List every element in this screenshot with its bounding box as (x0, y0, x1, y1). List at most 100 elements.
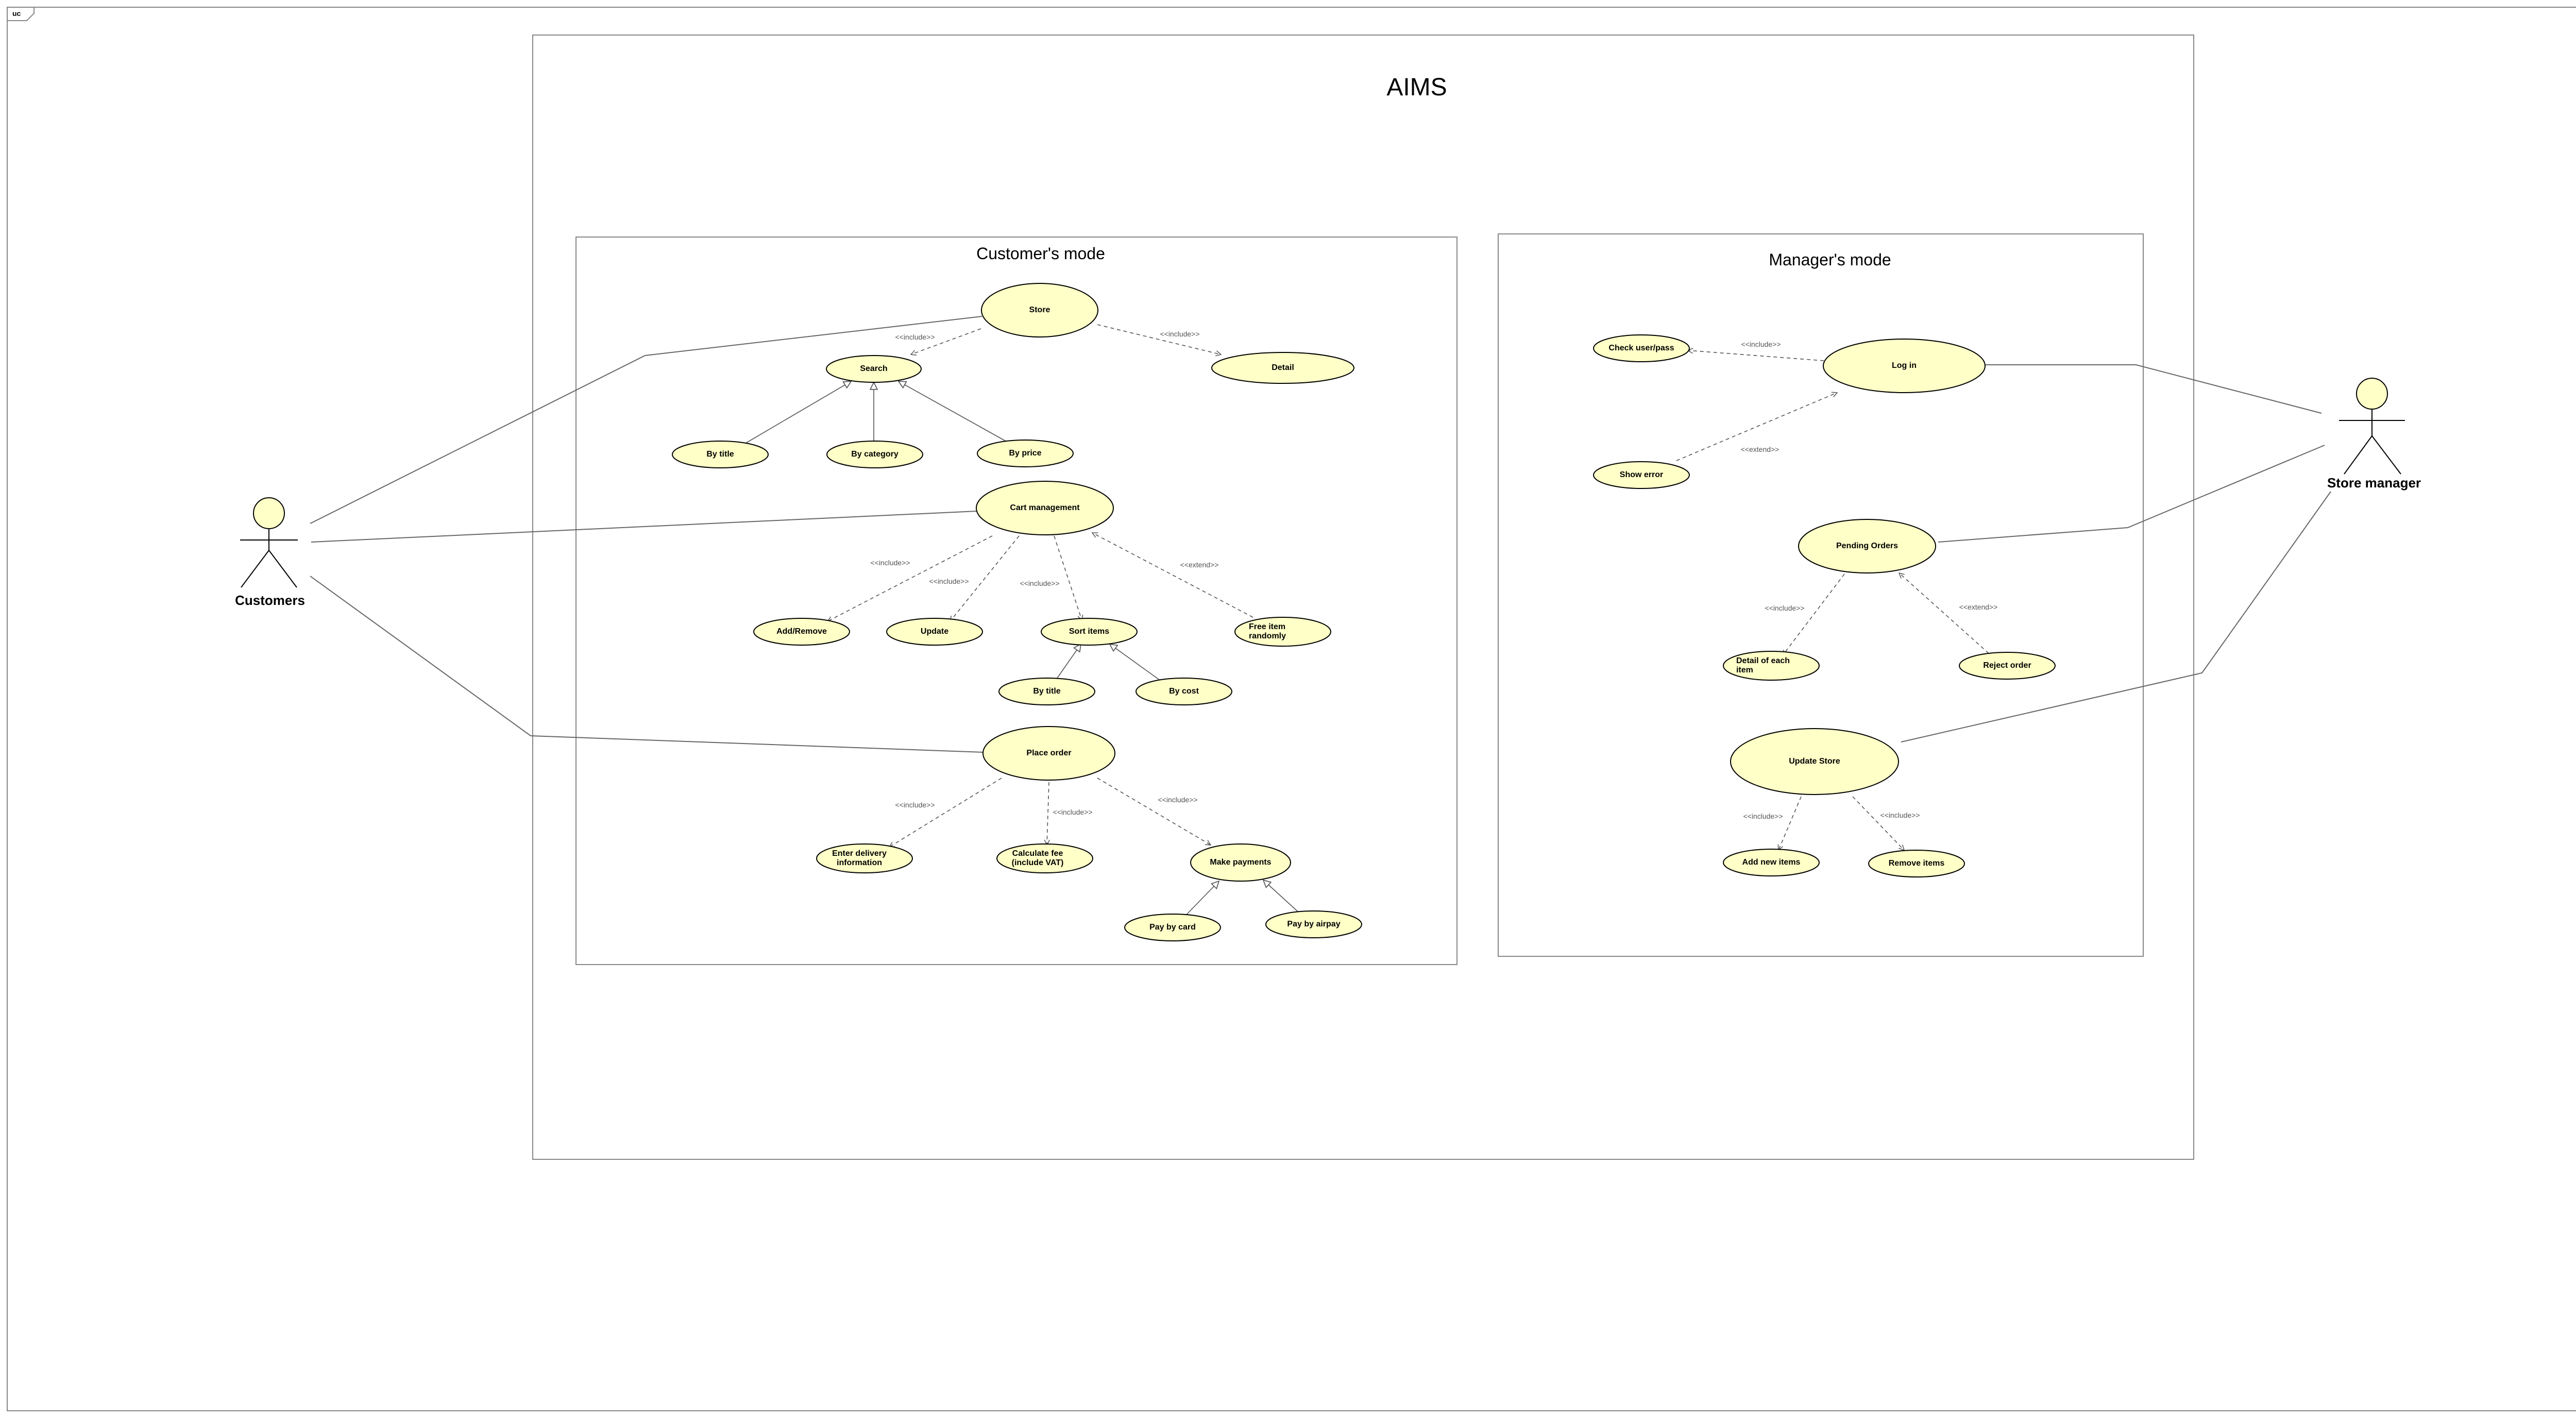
inc-order-calcfee (1047, 782, 1049, 845)
usecase-make-payments (1190, 843, 1291, 882)
inc-cart-addremove (827, 535, 993, 621)
usecase-reject-order (1959, 652, 2056, 680)
gen-bycost-sort (1110, 644, 1162, 682)
inc-login-checkuser (1688, 350, 1824, 361)
usecase-pay-by-card-label: Pay by card (1149, 923, 1196, 932)
rel-label-order-delivery: <<include>> (895, 801, 935, 809)
usecase-store (981, 283, 1098, 337)
usecase-by-cost (1136, 678, 1232, 705)
usecase-pending-orders-label: Pending Orders (1836, 542, 1899, 550)
usecase-pay-by-card (1124, 914, 1221, 941)
usecase-calculate-fee (996, 843, 1093, 873)
frame-tab (7, 7, 35, 21)
inc-store-search (911, 328, 981, 354)
actor-store-manager-label: Store manager (2327, 475, 2421, 491)
usecase-by-title-search-label: By title (706, 450, 734, 459)
rel-label-order-payments: <<include>> (1158, 796, 1198, 804)
rel-label-reject-pending: <<extend>> (1959, 603, 1998, 611)
usecase-add-new-items (1723, 849, 1820, 876)
usecase-show-error-label: Show error (1619, 470, 1664, 479)
usecase-detail-each-item-label: Detail of each item (1736, 656, 1790, 674)
usecase-detail-each-item (1723, 651, 1820, 681)
usecase-by-title-sort-label: By title (1033, 687, 1061, 696)
gen-payairpay-payments (1263, 880, 1299, 913)
assoc-manager-update (1901, 491, 2331, 742)
inc-pending-detail (1783, 573, 1845, 655)
usecase-remove-items-label: Remove items (1888, 859, 1945, 868)
usecase-enter-delivery (816, 843, 913, 873)
usecase-detail-label: Detail (1272, 363, 1294, 372)
system-title: AIMS (1386, 74, 1447, 101)
assoc-manager-login (1986, 364, 2322, 414)
manager-mode-title: Manager's mode (1769, 250, 1891, 269)
assoc-customers-cart (311, 511, 977, 543)
ext-showerror-login (1676, 393, 1837, 461)
usecase-log-in (1823, 339, 1986, 393)
actor-customers-figure (240, 497, 298, 588)
usecase-check-userpass (1593, 334, 1690, 362)
gen-byprice-search (899, 381, 1006, 442)
outer-frame (7, 7, 2576, 1411)
usecase-by-cost-label: By cost (1169, 687, 1199, 696)
usecase-by-price-label: By price (1009, 449, 1042, 458)
gen-bytitle-search (743, 381, 851, 445)
actor-store-manager-figure (2339, 378, 2405, 475)
inc-cart-sortitems (1054, 535, 1082, 620)
rel-label-cart-update: <<include>> (929, 577, 969, 585)
inc-update-addnew (1778, 796, 1802, 850)
usecase-pending-orders (1798, 519, 1936, 573)
usecase-log-in-label: Log in (1892, 361, 1917, 370)
usecase-by-category-label: By category (851, 450, 899, 459)
usecase-calculate-fee-label: Calculate fee (include VAT) (1011, 849, 1064, 867)
usecase-sort-items (1041, 618, 1138, 646)
usecase-reject-order-label: Reject order (1983, 661, 2031, 670)
inc-update-remove (1852, 796, 1904, 850)
assoc-customers-store (310, 316, 982, 524)
usecase-add-remove-label: Add/Remove (776, 627, 827, 636)
customer-mode-title: Customer's mode (976, 244, 1105, 263)
rel-label-update-addnew: <<include>> (1743, 812, 1783, 820)
assoc-customers-placeorder (310, 576, 985, 753)
inc-order-payments (1097, 778, 1211, 845)
usecase-by-price (977, 440, 1074, 467)
usecase-pay-by-airpay-label: Pay by airpay (1287, 920, 1341, 929)
usecase-place-order-label: Place order (1026, 749, 1072, 757)
usecase-enter-delivery-label: Enter delivery information (832, 849, 887, 867)
usecase-cart-management-label: Cart management (1010, 503, 1080, 512)
usecase-add-new-items-label: Add new items (1742, 858, 1801, 867)
rel-label-login-checkuser: <<include>> (1741, 340, 1781, 348)
inc-store-detail (1097, 324, 1221, 354)
usecase-add-remove (753, 618, 850, 646)
usecase-by-title-sort (998, 678, 1095, 705)
usecase-by-title-search (672, 441, 769, 468)
rel-label-cart-sort: <<include>> (1020, 579, 1060, 587)
rel-label-free-cart: <<extend>> (1180, 561, 1219, 569)
rel-label-showerror-login: <<extend>> (1740, 445, 1780, 453)
gen-bytitle-sort (1057, 644, 1081, 679)
rel-label-order-calcfee: <<include>> (1053, 808, 1093, 816)
usecase-pay-by-airpay (1265, 910, 1362, 938)
usecase-search-label: Search (860, 364, 888, 373)
ext-free-cart (1092, 533, 1253, 618)
frame-tag: uc (12, 9, 21, 18)
gen-paycard-payments (1185, 881, 1219, 916)
rel-label-update-remove: <<include>> (1880, 811, 1920, 819)
usecase-sort-items-label: Sort items (1069, 627, 1110, 636)
usecase-update-store-label: Update Store (1789, 757, 1840, 766)
usecase-show-error (1593, 461, 1690, 489)
rel-label-pending-detail: <<include>> (1765, 604, 1805, 612)
usecase-detail (1211, 352, 1354, 384)
usecase-store-label: Store (1029, 306, 1050, 314)
usecase-remove-items (1868, 850, 1965, 877)
usecase-by-category (826, 441, 923, 468)
customer-mode-package (575, 237, 1458, 965)
usecase-check-userpass-label: Check user/pass (1608, 344, 1674, 352)
inc-cart-update (950, 535, 1020, 621)
usecase-search (826, 355, 922, 383)
manager-mode-package (1498, 233, 2144, 957)
actor-customers-label: Customers (235, 593, 305, 608)
ext-reject-pending (1899, 573, 1989, 654)
usecase-update (886, 618, 983, 646)
